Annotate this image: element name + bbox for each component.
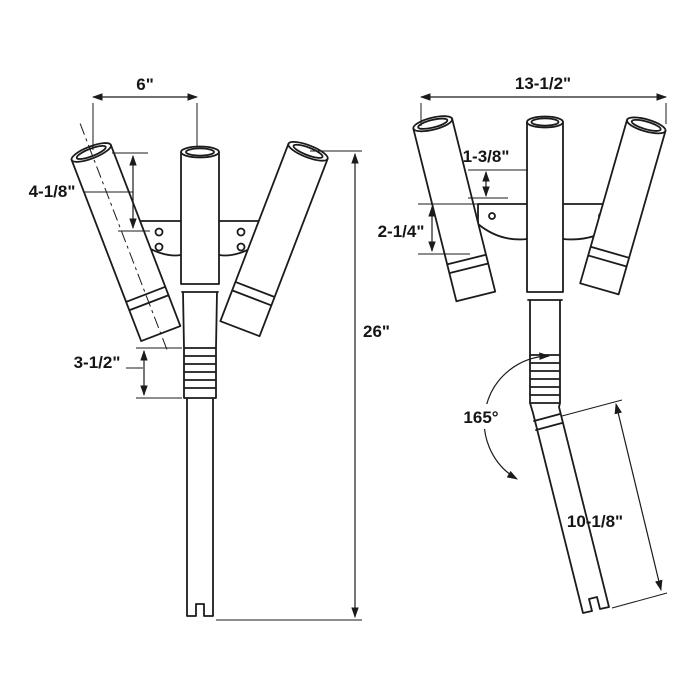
front-dim-left-offset: 4-1/8" [29,152,150,232]
front-center-tube-rim [180,145,220,159]
front-left-tube-rim-inner [75,144,107,160]
front-left-tube-rim [70,142,112,163]
side-dim-top-width-label: 13-1/2" [515,74,571,93]
side-center-tube-body-upper [527,122,563,408]
side-left-rod-tube [412,115,497,303]
front-dim-rib-section: 3-1/2" [74,347,182,399]
side-dim-lower-ext-bottom [611,592,668,609]
side-dim-lower-ext-top [561,399,623,417]
front-dim-top-width-label: 6" [136,75,154,94]
front-right-rod-tube [219,141,329,338]
front-view: 6" 4-1/8" 3-1/2" 26" [29,75,390,621]
side-center-tube-rim [526,115,564,129]
side-right-tube-outline [579,118,667,296]
front-screw-hole [154,227,164,237]
front-screw-hole [236,227,246,237]
front-dim-top-width: 6" [91,75,199,150]
front-dim-overall-height: 26" [216,150,390,621]
front-dim-rib-label: 3-1/2" [74,353,121,372]
side-dim-lower-line [614,402,663,592]
front-right-tube-rim [287,141,329,162]
front-right-tube-rim-inner [292,143,324,159]
side-center-tube [526,115,610,614]
side-dim-lower-length: 10-1/8" [561,399,668,609]
side-dim-angle-label-clear [452,404,510,429]
side-dim-top-width: 13-1/2" [419,74,668,126]
front-left-tube-body [71,144,181,342]
side-dim-upper-offset-label: 1-3/8" [463,147,510,166]
front-screw-hole [236,242,246,252]
side-right-tube-rim-inner [630,118,662,132]
side-dim-angle-label: 165° [463,408,498,427]
side-dim-bend-angle: 165° [452,352,551,480]
side-center-tube-rim-inner [530,117,560,127]
side-right-rod-tube [579,116,667,296]
front-left-rod-tube [70,123,182,354]
side-left-tube-body [413,118,496,302]
side-dim-bracket-label: 2-1/4" [378,222,425,241]
side-dim-upper-offset: 1-3/8" [463,147,528,199]
front-center-tube-rim-inner [185,147,215,157]
front-left-tube-outline [70,144,182,342]
front-dim-left-offset-label: 4-1/8" [29,182,76,201]
side-right-tube-body [580,119,666,295]
side-right-tube-rim [626,116,667,135]
front-dim-height-label: 26" [363,322,390,341]
front-center-tube-body [181,152,219,616]
front-center-tube [180,145,220,617]
side-view: 13-1/2" 1-3/8" 2-1/4" 165° 10-1/8" [378,74,668,614]
front-left-tube-centerline [79,123,169,354]
front-center-tube-outline [180,151,220,617]
front-right-tube-body [220,143,328,337]
side-dim-bracket-offset: 2-1/4" [378,203,478,255]
side-dim-lower-label: 10-1/8" [567,512,623,531]
front-screw-hole [154,242,164,252]
side-screw-hole [488,212,496,220]
side-center-tube-body-lower [533,407,609,613]
side-left-tube-rim-inner [417,117,449,130]
side-left-tube-rim [412,115,454,133]
front-right-tube-outline [219,142,329,338]
